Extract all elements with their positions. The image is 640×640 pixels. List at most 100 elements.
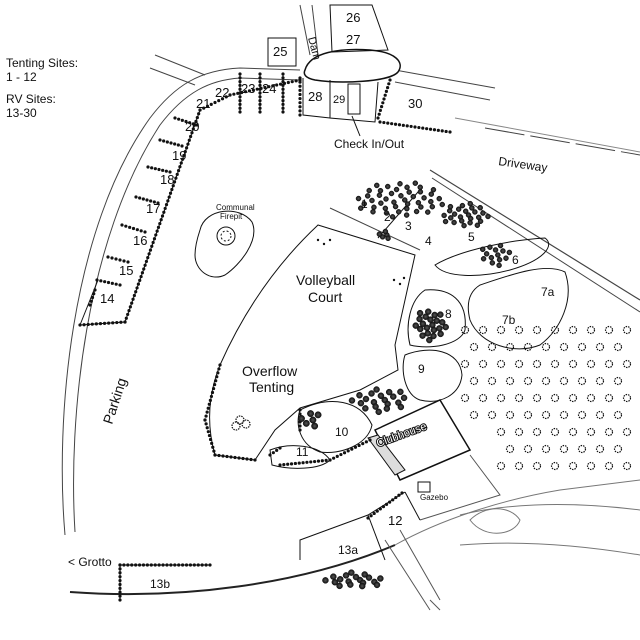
hedge-dot bbox=[286, 462, 290, 466]
site-24-label[interactable]: 24 bbox=[262, 81, 276, 96]
hedge-dot bbox=[186, 142, 190, 146]
hedge-dot bbox=[238, 110, 242, 114]
rv-legend: RV Sites: 13-30 bbox=[6, 92, 56, 120]
hedge-dot bbox=[217, 367, 221, 371]
site-5-label[interactable]: 5 bbox=[468, 230, 475, 244]
site-12-label[interactable]: 12 bbox=[388, 513, 402, 528]
grove-tree bbox=[496, 461, 506, 471]
hedge-dot bbox=[86, 322, 90, 327]
tree bbox=[413, 208, 420, 215]
grove-tree bbox=[622, 325, 632, 335]
hedge-dot bbox=[238, 91, 242, 95]
hedges bbox=[78, 72, 452, 602]
grove-tree bbox=[559, 410, 569, 420]
tree bbox=[485, 213, 491, 220]
hedge-dot bbox=[171, 184, 175, 188]
site-4-label[interactable]: 4 bbox=[425, 234, 432, 248]
site-21-label[interactable]: 21 bbox=[196, 96, 210, 111]
hedge-dot bbox=[225, 454, 229, 459]
tree bbox=[366, 187, 372, 194]
tree bbox=[330, 573, 337, 580]
grove-tree bbox=[541, 444, 551, 454]
site-20-label[interactable]: 20 bbox=[185, 119, 199, 134]
check-in-label[interactable]: Check In/Out bbox=[334, 137, 405, 151]
hedge-dot bbox=[122, 259, 126, 263]
site-6-label[interactable]: 6 bbox=[512, 253, 519, 267]
hedge-dot bbox=[182, 153, 186, 158]
site-29-label[interactable]: 29 bbox=[333, 94, 345, 106]
grove-tree bbox=[523, 410, 533, 420]
site-13a-label[interactable]: 13a bbox=[338, 543, 358, 557]
site-25-label[interactable]: 25 bbox=[273, 44, 287, 59]
site-9-label[interactable]: 9 bbox=[418, 362, 425, 376]
hedge-dot bbox=[383, 93, 387, 97]
hedge-dot bbox=[118, 582, 122, 587]
hedge-dot bbox=[162, 139, 166, 143]
hedge-dot bbox=[209, 394, 214, 399]
site-27-label[interactable]: 27 bbox=[346, 32, 360, 47]
tree bbox=[403, 212, 410, 218]
grove-tree bbox=[568, 393, 578, 403]
hedge-dot bbox=[184, 119, 188, 124]
tree bbox=[462, 208, 469, 214]
grove-tree bbox=[496, 427, 506, 437]
hedge-dot bbox=[278, 463, 282, 467]
tree bbox=[347, 581, 354, 588]
hedge-dot bbox=[153, 167, 157, 171]
tree bbox=[472, 209, 478, 215]
site-19-label[interactable]: 19 bbox=[172, 148, 186, 163]
tree bbox=[397, 403, 405, 411]
hedge-dot bbox=[281, 76, 285, 80]
grove-tree bbox=[595, 444, 605, 454]
hedge-dot bbox=[118, 567, 122, 571]
grotto-label[interactable]: < Grotto bbox=[68, 555, 112, 569]
tree bbox=[336, 576, 344, 583]
site-8-label[interactable]: 8 bbox=[445, 307, 452, 321]
site-22-label[interactable]: 22 bbox=[215, 85, 229, 100]
site-30-label[interactable]: 30 bbox=[408, 96, 422, 111]
hedge-dot bbox=[90, 295, 95, 300]
tree bbox=[362, 405, 369, 412]
hedge-dot bbox=[174, 176, 178, 180]
hedge-dot bbox=[173, 142, 177, 146]
hedge-dot bbox=[255, 87, 259, 91]
hedge-dot bbox=[332, 456, 336, 460]
site-14-label[interactable]: 14 bbox=[100, 291, 114, 306]
hedge-dot bbox=[298, 109, 302, 113]
hedge-dot bbox=[298, 92, 302, 97]
hedge-dot bbox=[298, 424, 302, 428]
site-7b-label[interactable]: 7b bbox=[502, 313, 516, 327]
site-13b-label[interactable]: 13b bbox=[150, 577, 170, 591]
tree bbox=[437, 311, 444, 318]
site-11-label[interactable]: 11 bbox=[296, 445, 309, 459]
hedge-dot bbox=[161, 563, 165, 567]
site-17-label[interactable]: 17 bbox=[146, 201, 160, 216]
site-10-label[interactable]: 10 bbox=[335, 425, 349, 439]
gazebo-label[interactable]: Gazebo bbox=[420, 493, 449, 502]
hedge-dot bbox=[132, 293, 136, 298]
site-3-label[interactable]: 3 bbox=[405, 219, 412, 233]
site-26-label[interactable]: 26 bbox=[346, 10, 360, 25]
hedge-dot bbox=[281, 83, 285, 87]
site-28-label[interactable]: 28 bbox=[308, 89, 322, 104]
hedge-dot bbox=[160, 214, 165, 218]
hedge-dot bbox=[138, 278, 142, 282]
site-18-label[interactable]: 18 bbox=[160, 172, 174, 187]
site-1-label[interactable]: 1 bbox=[361, 197, 368, 211]
site-23-label[interactable]: 23 bbox=[241, 81, 255, 96]
hedge-dot bbox=[173, 563, 177, 567]
tree bbox=[378, 200, 384, 206]
tree bbox=[385, 183, 391, 190]
site-2-label[interactable]: 2 bbox=[384, 210, 391, 224]
hedge-dot bbox=[210, 390, 215, 395]
hedge-dot bbox=[386, 121, 390, 125]
hedge-dot bbox=[342, 451, 347, 455]
hedge-dot bbox=[232, 92, 236, 96]
hedge-dot bbox=[183, 150, 187, 154]
hedge-dot bbox=[397, 493, 401, 497]
hedge-dot bbox=[298, 101, 302, 105]
site-16-label[interactable]: 16 bbox=[133, 233, 147, 248]
site-7a-label[interactable]: 7a bbox=[541, 285, 555, 299]
grove-tree bbox=[487, 376, 497, 386]
site-15-label[interactable]: 15 bbox=[119, 263, 133, 278]
